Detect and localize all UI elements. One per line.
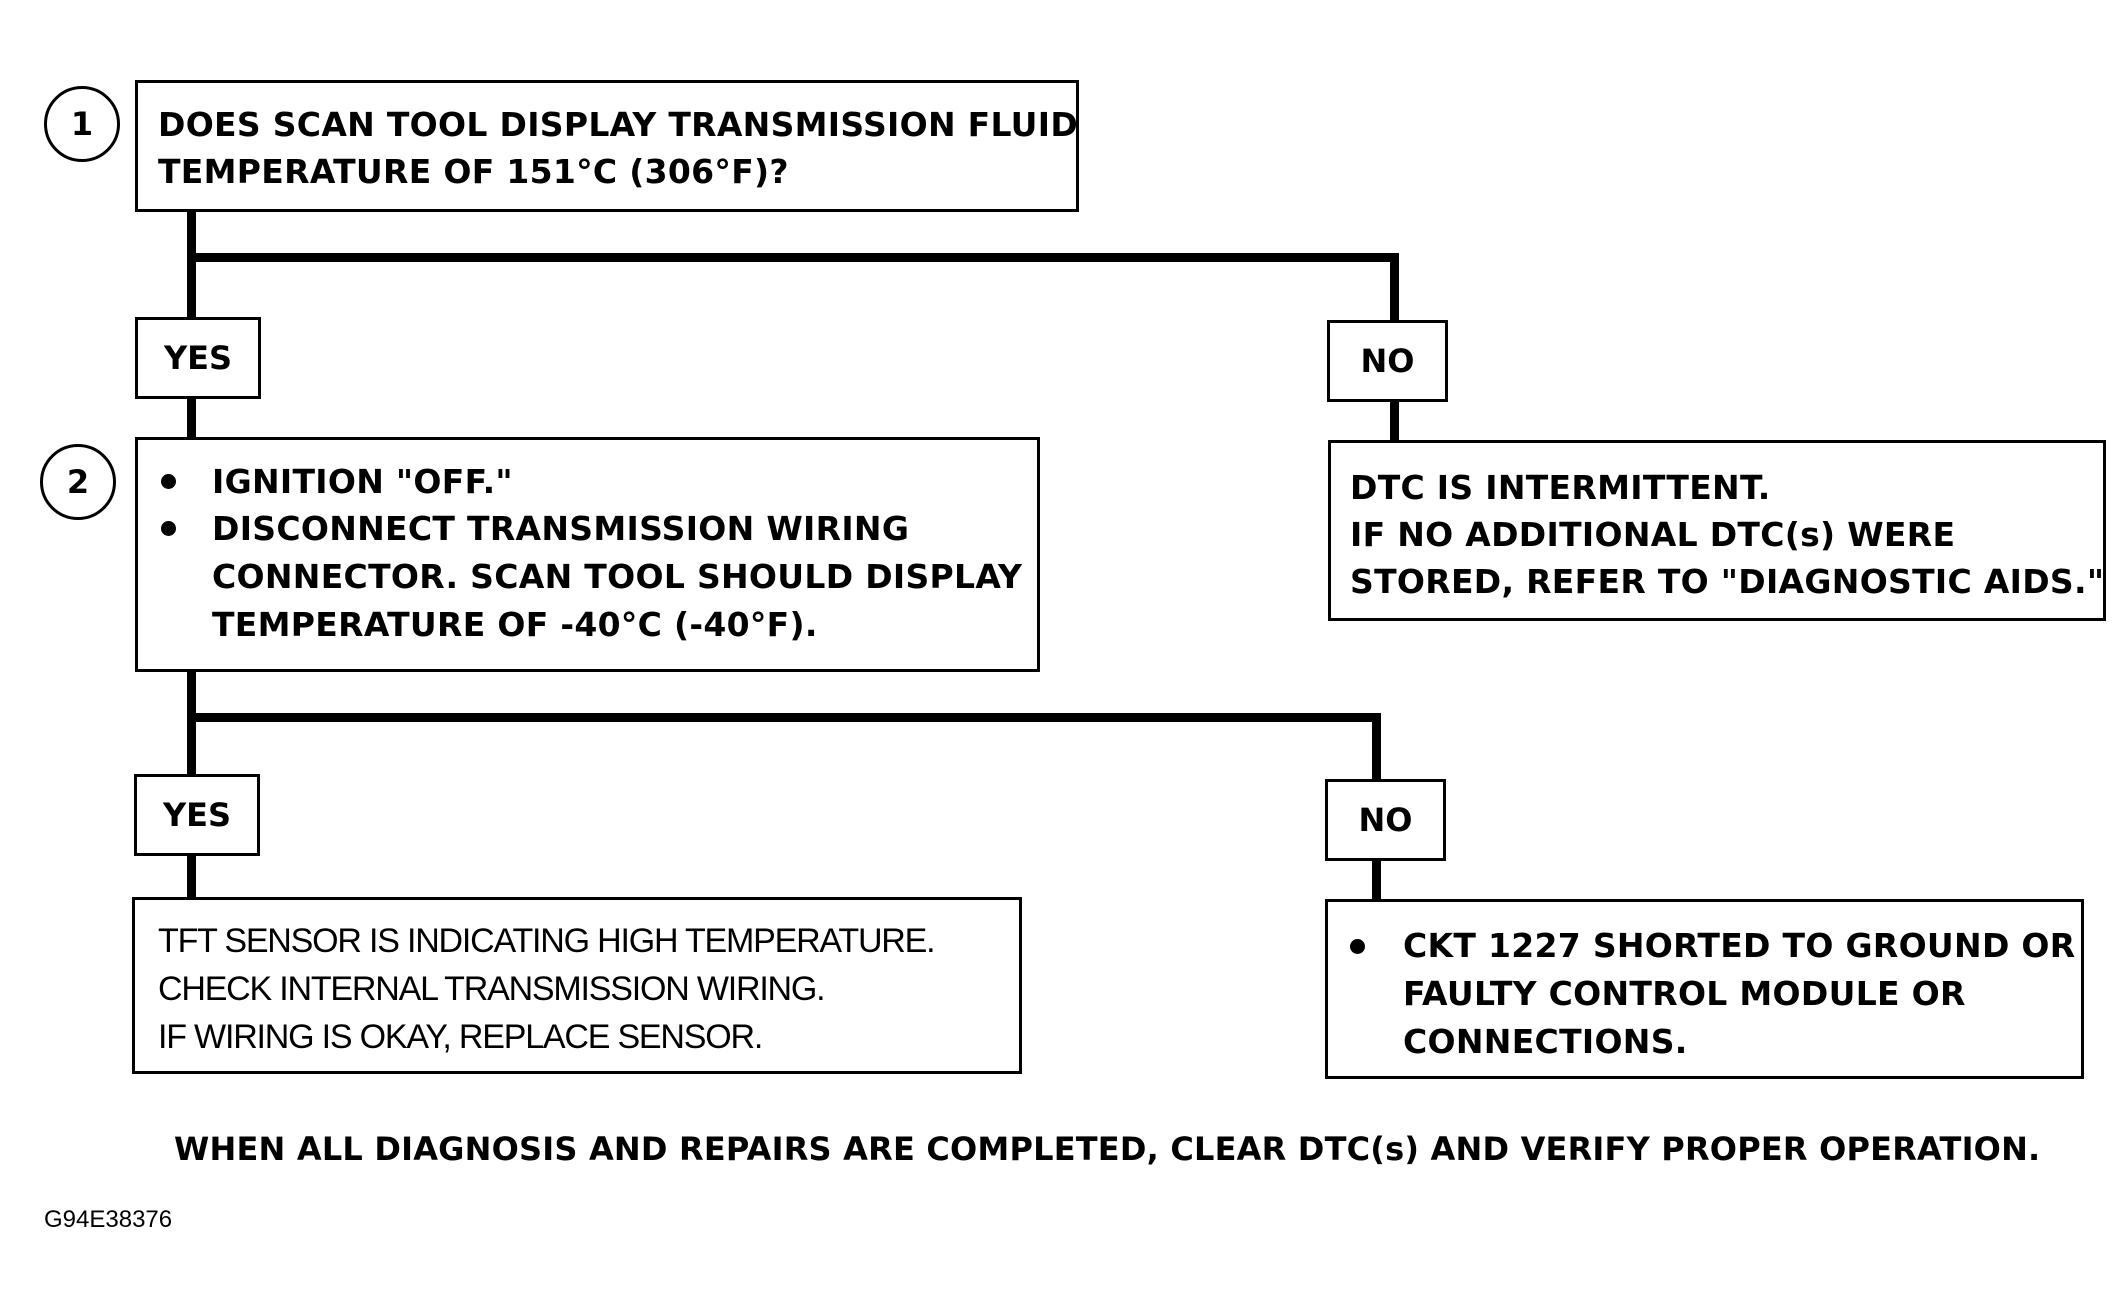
step2-yes-outcome-line-1: TFT SENSOR IS INDICATING HIGH TEMPERATUR… xyxy=(158,922,936,960)
step2-no-label: NO xyxy=(1325,779,1446,861)
connector-step1-trunk xyxy=(187,208,196,320)
step1-yes-label: YES xyxy=(135,317,261,399)
footer-instruction: WHEN ALL DIAGNOSIS AND REPAIRS ARE COMPL… xyxy=(174,1130,2041,1168)
step1-no-outcome-line-3: STORED, REFER TO "DIAGNOSTIC AIDS." xyxy=(1350,562,2105,601)
connector-yes2-to-outcome xyxy=(187,852,196,897)
step2-action-box xyxy=(135,437,1040,672)
step2-no-outcome-line-2: FAULTY CONTROL MODULE OR xyxy=(1403,974,1966,1013)
step-number-1-text: 1 xyxy=(70,105,94,143)
step2-yes-outcome-line-2: CHECK INTERNAL TRANSMISSION WIRING. xyxy=(158,970,826,1008)
step2-no-outcome-line-1: CKT 1227 SHORTED TO GROUND OR xyxy=(1403,926,2076,965)
step1-no-outcome-line-1: DTC IS INTERMITTENT. xyxy=(1350,468,1771,507)
step1-question-box xyxy=(135,80,1079,212)
step2-bullet-2 xyxy=(161,521,176,536)
connector-no2-to-outcome xyxy=(1372,857,1381,902)
step2-bullet-1 xyxy=(161,474,176,489)
connector-step1-no-drop xyxy=(1390,253,1399,323)
connector-step2-no-drop xyxy=(1372,713,1381,783)
step1-no-outcome-line-2: IF NO ADDITIONAL DTC(s) WERE xyxy=(1350,515,1956,554)
step2-no-outcome-box xyxy=(1325,899,2084,1079)
step2-no-outcome-line-3: CONNECTIONS. xyxy=(1403,1022,1688,1061)
step-number-1: 1 xyxy=(44,86,120,162)
step2-bullet-1-line-1: IGNITION "OFF." xyxy=(212,462,513,501)
step1-question-line-1: DOES SCAN TOOL DISPLAY TRANSMISSION FLUI… xyxy=(158,105,1079,144)
step1-no-outcome-box xyxy=(1328,440,2106,621)
step2-bullet-2-line-1: DISCONNECT TRANSMISSION WIRING xyxy=(212,509,910,548)
connector-step2-trunk xyxy=(187,668,196,780)
connector-step2-branch xyxy=(187,713,1381,722)
figure-id: G94E38376 xyxy=(44,1206,173,1233)
step2-yes-outcome-box xyxy=(132,897,1022,1074)
step2-yes-label: YES xyxy=(134,774,260,856)
step-number-2: 2 xyxy=(40,444,116,520)
step2-no-outcome-bullet xyxy=(1350,939,1365,954)
step1-question-line-2: TEMPERATURE OF 151°C (306°F)? xyxy=(158,152,789,191)
step-number-2-text: 2 xyxy=(66,463,90,501)
step2-bullet-2-line-2: CONNECTOR. SCAN TOOL SHOULD DISPLAY xyxy=(212,557,1023,596)
connector-no1-to-outcome xyxy=(1390,398,1399,443)
step2-yes-outcome-line-3: IF WIRING IS OKAY, REPLACE SENSOR. xyxy=(158,1018,763,1056)
connector-step1-branch xyxy=(187,253,1399,262)
connector-yes1-to-step2 xyxy=(187,395,196,440)
step1-no-label: NO xyxy=(1327,320,1448,402)
step2-bullet-2-line-3: TEMPERATURE OF -40°C (-40°F). xyxy=(212,605,818,644)
